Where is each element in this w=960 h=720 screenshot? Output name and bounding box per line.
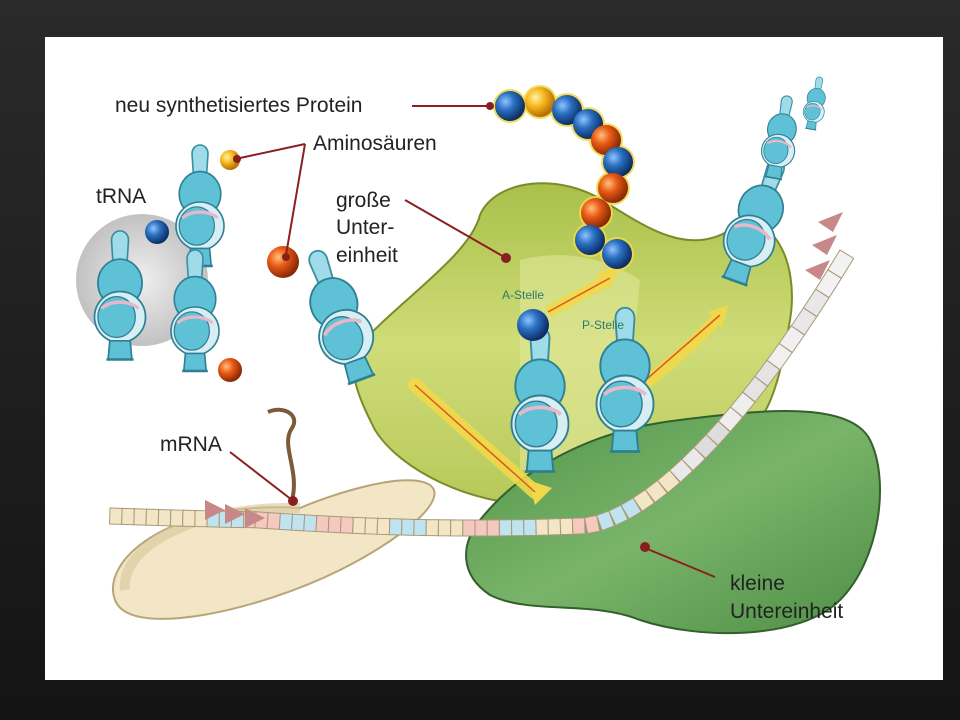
label-a-site: A-Stelle [502,288,545,302]
label-trna: tRNA [96,185,147,208]
mrna-tail [267,407,297,501]
amino-acid-bead [591,125,621,155]
trna-molecule [308,249,376,386]
movement-arrows [408,268,728,505]
loose-amino-acids [145,150,549,382]
mrna-codons [108,249,855,537]
trna-molecule [175,144,225,268]
mrna-strand [112,479,436,620]
amino-acid-bead [517,309,549,341]
amino-acid-bead [598,173,628,203]
trna-molecule [510,326,570,473]
trna-molecule [93,230,147,361]
amino-acid-bead [603,147,633,177]
label-small-subunit-1: kleine [730,572,785,595]
leader-lines [229,102,716,578]
trna-molecule [802,76,826,131]
label-small-subunit-2: Untereinheit [730,600,844,623]
label-aminoacids: Aminosäuren [313,132,437,155]
amino-acid-bead [495,91,525,121]
trna-molecule [595,306,655,453]
label-large-subunit-2: Unter- [336,216,395,239]
label-protein: neu synthetisiertes Protein [115,94,363,117]
amino-acid-bead [220,150,240,170]
trna-molecules [93,76,826,473]
label-p-site: P-Stelle [582,318,625,332]
trna-molecule [761,95,797,181]
amino-acid-bead [602,239,632,269]
amino-acid-bead [218,358,242,382]
amino-acid-bead [267,246,299,278]
amino-acid-bead [581,198,611,228]
label-mrna: mRNA [160,433,222,456]
amino-acid-bead [575,225,605,255]
label-large-subunit-3: einheit [336,244,398,267]
amino-acid-bead [145,220,169,244]
label-large-subunit-1: große [336,189,391,212]
trna-molecule [170,249,220,373]
small-subunit-shape [465,410,881,635]
amino-acid-bead [525,87,555,117]
protein-chain [493,85,635,271]
mrna-direction-markers [205,212,843,528]
